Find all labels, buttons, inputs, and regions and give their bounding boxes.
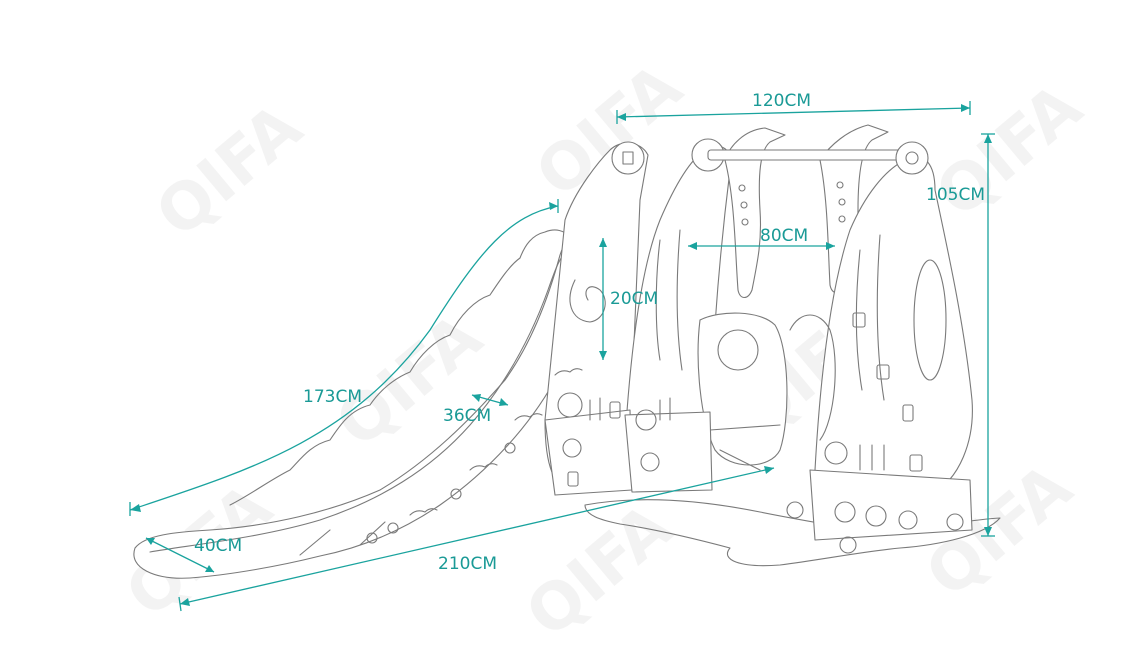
swing-back (789, 314, 836, 441)
porthole (640, 452, 660, 472)
spiral-ornament (569, 279, 606, 323)
swing-seat-center (717, 329, 759, 371)
label-total-length: 210CM (438, 554, 497, 574)
lower-panel-right (809, 469, 973, 541)
wheel-ornament (635, 409, 657, 431)
arrowhead (499, 398, 508, 406)
left-frame-detail (655, 229, 683, 371)
dim-tick (178, 596, 182, 612)
slide-inner-line (149, 247, 571, 553)
dolphin-post-left (724, 127, 786, 299)
frame-slot (609, 401, 621, 419)
porthole (946, 513, 964, 531)
arrowhead (180, 598, 190, 606)
lower-panel-left (544, 409, 633, 496)
right-frame-detail (855, 234, 885, 401)
dimension-lines (129, 101, 995, 612)
dim-line-base-width (145, 537, 215, 573)
frame-slot (876, 364, 890, 380)
hole (741, 218, 749, 226)
base-plate (584, 499, 1001, 567)
label-width-top: 120CM (752, 91, 811, 111)
arrowhead (617, 113, 626, 121)
dim-line-slide-length (129, 205, 559, 511)
base-bolt (786, 501, 804, 519)
arrowhead (984, 527, 992, 536)
slide-wave-edge (229, 229, 571, 506)
watermark: QIFA (513, 490, 687, 650)
arrowhead (472, 394, 481, 402)
bird-ornament (554, 368, 583, 376)
right-frame-top (895, 141, 929, 175)
arrowhead (130, 504, 141, 512)
watermark: QIFA (923, 70, 1097, 232)
arrowhead (205, 565, 214, 572)
label-base-width: 40CM (194, 536, 242, 556)
arrowhead (961, 104, 970, 112)
top-bar (707, 149, 909, 161)
arrowhead (984, 134, 992, 143)
bolt (387, 522, 399, 534)
porthole (898, 510, 918, 530)
hole (740, 201, 748, 209)
wheel-ornament (824, 441, 848, 465)
right-frame-bolt (905, 151, 919, 165)
arrowhead (549, 202, 558, 210)
vent-lines (589, 397, 885, 471)
hole (836, 181, 844, 189)
bird-ornament (409, 508, 438, 516)
right-frame-window (913, 259, 947, 381)
arrowhead (764, 466, 774, 474)
top-knob-slot (622, 151, 634, 165)
bird-ornament (514, 413, 543, 421)
lower-panel-mid (624, 411, 713, 493)
porthole (562, 438, 582, 458)
frame-slot (852, 312, 866, 328)
hole (838, 215, 846, 223)
frame-slot (909, 454, 923, 472)
label-slide-length: 173CM (303, 387, 362, 407)
dimension-labels: 120CM 105CM 80CM 20CM 173CM 36CM 40CM 21… (194, 91, 985, 574)
bolt (504, 442, 516, 454)
arrowhead (146, 538, 155, 545)
arrowhead (826, 242, 835, 250)
arrowhead (599, 238, 607, 247)
base-bolt (839, 536, 857, 554)
porthole (865, 505, 887, 527)
bird-ornament (469, 463, 498, 471)
arrowhead (599, 351, 607, 360)
dim-line-width-top (616, 107, 971, 118)
hole (738, 184, 746, 192)
porthole (834, 501, 856, 523)
slide-swing-drawing (133, 124, 1001, 579)
bolt (366, 532, 378, 544)
arrowhead (688, 242, 697, 250)
watermark: QIFA (143, 90, 317, 252)
top-knob (611, 141, 645, 175)
dim-line-total-length (179, 467, 775, 605)
frame-slot (902, 404, 914, 422)
frame-slot (567, 471, 579, 487)
swing-seat-bar (709, 424, 781, 471)
label-height: 105CM (926, 185, 985, 205)
label-step: 20CM (610, 289, 658, 309)
label-slide-width: 36CM (443, 406, 491, 426)
label-swing-width: 80CM (760, 226, 808, 246)
hole (838, 198, 846, 206)
bolt (450, 488, 462, 500)
